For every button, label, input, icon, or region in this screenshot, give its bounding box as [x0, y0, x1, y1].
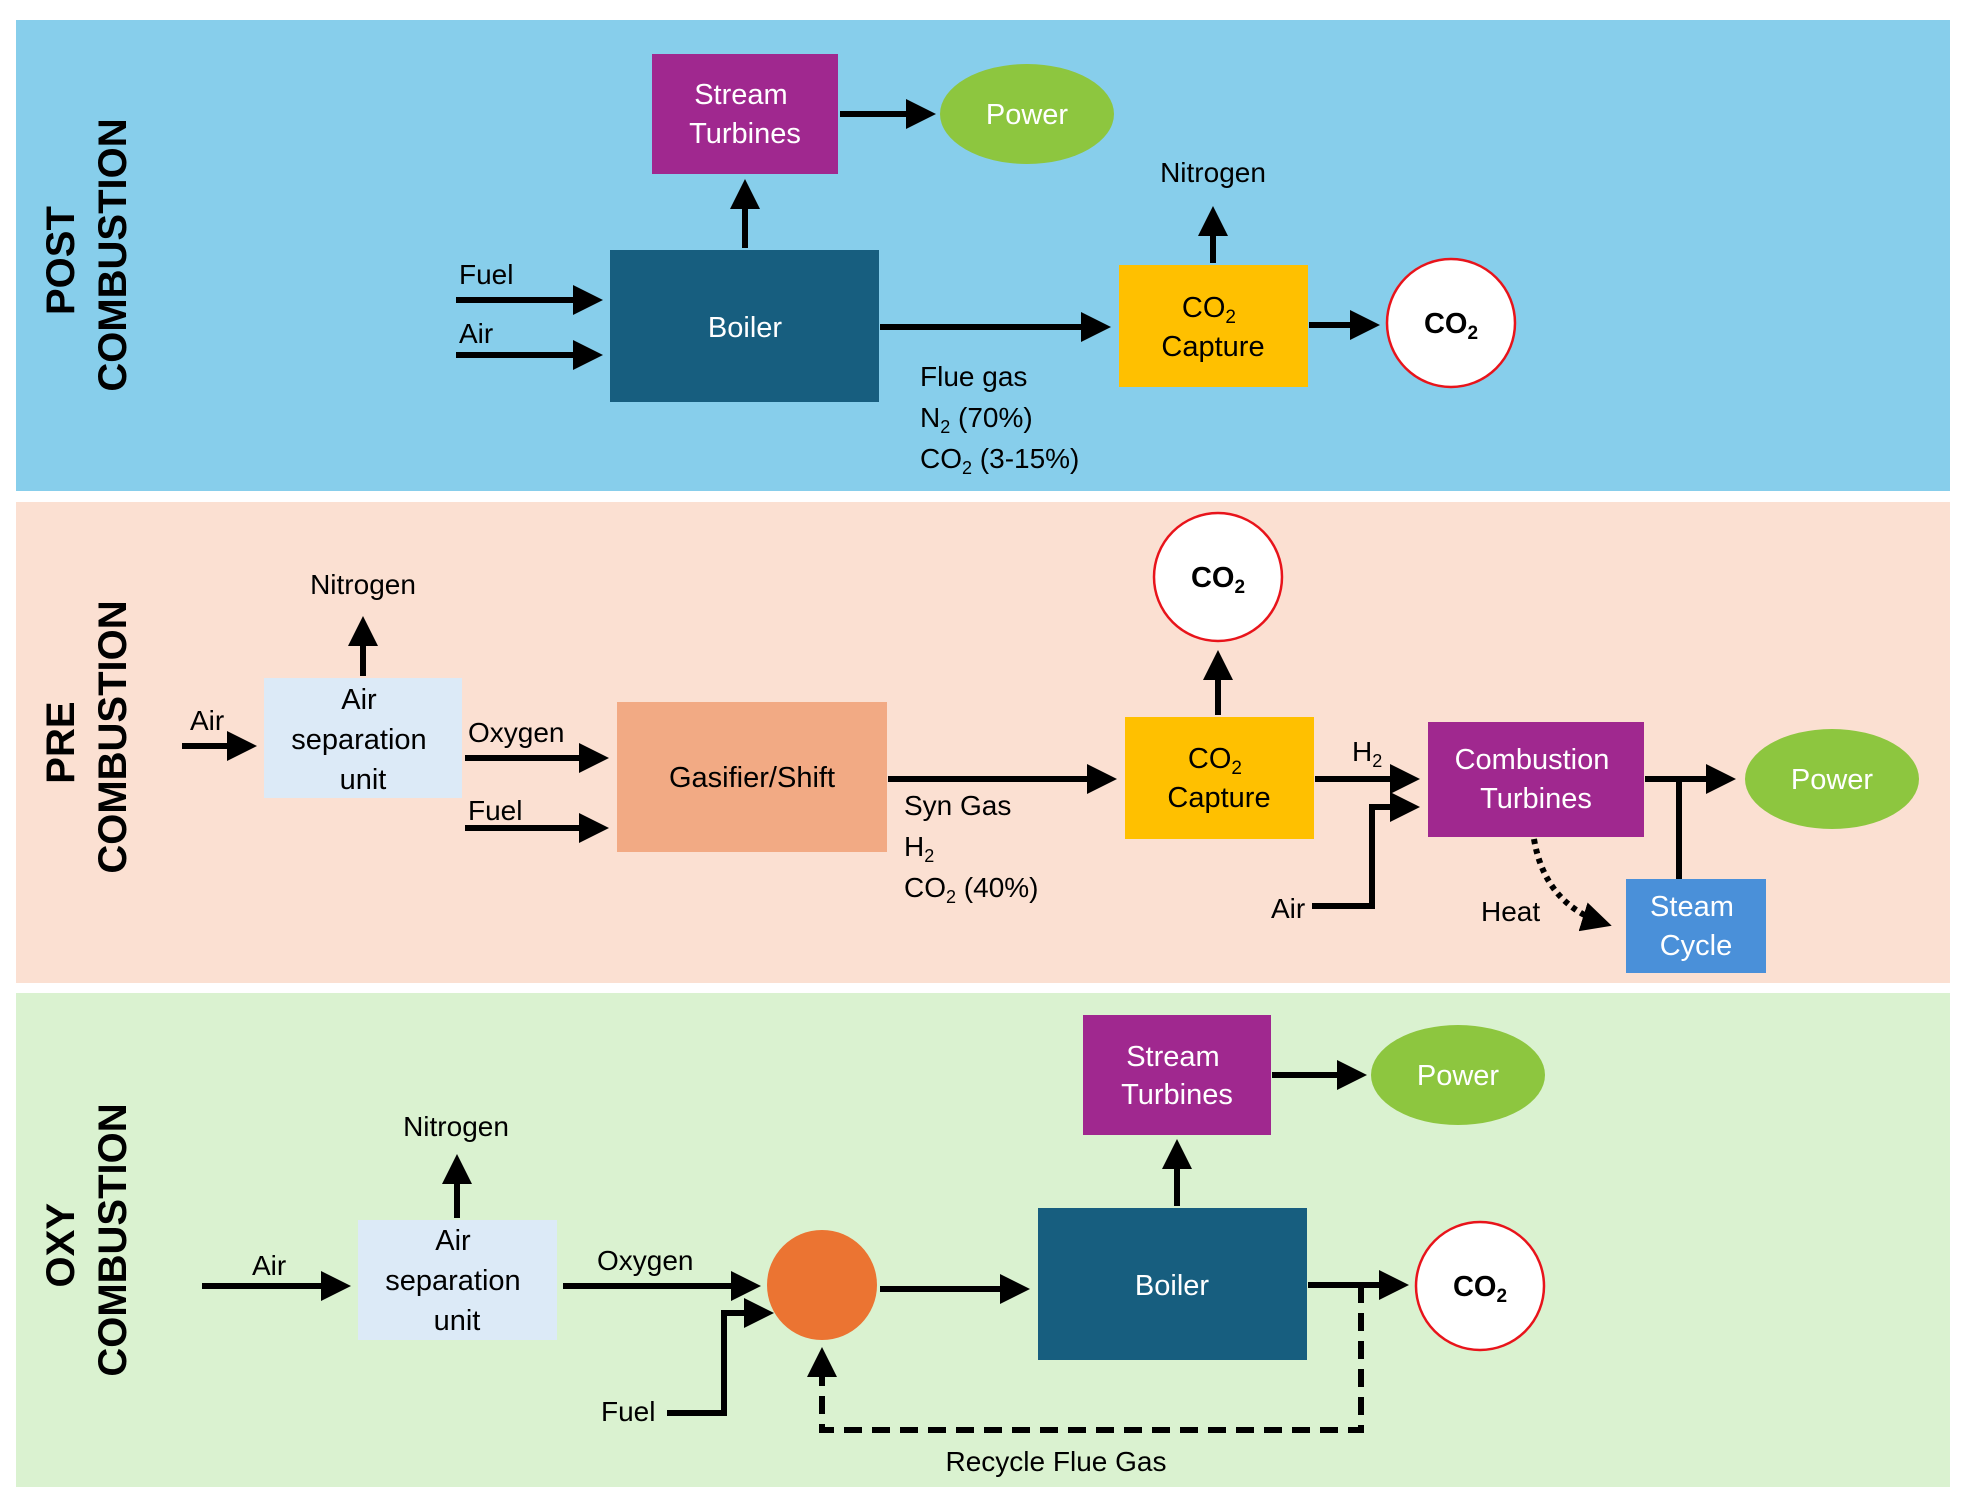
oxy-section-label: OXY COMBUSTION: [39, 1103, 135, 1376]
pre-fuel-label: Fuel: [468, 795, 522, 826]
pre-flow-arrows: [182, 616, 1736, 932]
pre-air-label: Air: [190, 705, 224, 736]
oxy-boiler-label: Boiler: [1135, 1270, 1209, 1302]
post-air-label: Air: [459, 318, 493, 349]
post-flue-gas-label: Flue gas N2 (70%) CO2 (3-15%): [920, 361, 1079, 478]
oxy-co2-label: CO2: [1453, 1271, 1507, 1307]
post-boiler-box: [610, 250, 879, 402]
oxy-co2-circle: [1414, 1220, 1546, 1352]
oxy-arrow-recycle: [807, 1285, 1364, 1433]
oxy-boiler-box: [1038, 1208, 1307, 1360]
pre-co2-label: CO2: [1191, 562, 1245, 598]
post-power-ellipse: [940, 64, 1114, 164]
post-capture-box: [1119, 265, 1308, 387]
oxy-arrow-fuel: [667, 1298, 774, 1416]
oxy-turbines-box: [1083, 1015, 1271, 1135]
pre-gasifier-box: [617, 702, 887, 852]
pre-combustion-section: PRE COMBUSTION Nitrogen Air Air separati…: [16, 502, 1950, 983]
oxy-turbines-label: Stream Turbines: [1121, 1041, 1233, 1111]
post-section-label: POST COMBUSTION: [39, 118, 135, 391]
post-co2-label: CO2: [1424, 308, 1478, 344]
pre-co2-circle: [1152, 511, 1284, 643]
pre-gasifier-label: Gasifier/Shift: [669, 762, 835, 794]
pre-steam-cycle-label: Steam Cycle: [1650, 891, 1742, 962]
pre-asu-label: Air separation unit: [291, 684, 435, 796]
pre-air-turbine-label: Air: [1271, 893, 1305, 924]
pre-arrow-heat: [1531, 838, 1612, 932]
oxy-power-label: Power: [1417, 1060, 1500, 1092]
oxy-air-label: Air: [252, 1250, 286, 1281]
post-boiler-label: Boiler: [708, 312, 782, 344]
post-power-label: Power: [986, 99, 1069, 131]
pre-turbines-label: Combustion Turbines: [1455, 744, 1618, 815]
post-capture-label: CO2 Capture: [1161, 292, 1264, 363]
pre-oxygen-label: Oxygen: [468, 717, 565, 748]
post-nitrogen-label: Nitrogen: [1160, 157, 1266, 188]
pre-capture-box: [1125, 717, 1314, 839]
pre-nitrogen-label: Nitrogen: [310, 569, 416, 600]
oxy-asu-label: Air separation unit: [385, 1225, 529, 1337]
post-turbines-label: Stream Turbines: [689, 79, 801, 150]
oxy-oxygen-label: Oxygen: [597, 1245, 694, 1276]
pre-steam-cycle-box: [1626, 879, 1766, 973]
post-combustion-section: POST COMBUSTION Stream Turbines Power Bo…: [16, 20, 1950, 491]
pre-power-ellipse: [1745, 729, 1919, 829]
oxy-mixer-node: [767, 1230, 877, 1340]
pre-turbines-box: [1428, 722, 1644, 837]
oxy-flow-arrows: [202, 1060, 1409, 1433]
pre-syn-gas-label: Syn Gas H2 CO2 (40%): [904, 790, 1038, 907]
pre-power-label: Power: [1791, 764, 1874, 796]
pre-section-label: PRE COMBUSTION: [39, 600, 135, 873]
post-fuel-label: Fuel: [459, 259, 513, 290]
pre-h2-label: H2: [1352, 736, 1382, 771]
pre-heat-label: Heat: [1481, 896, 1540, 927]
post-flow-arrows: [456, 99, 1380, 370]
oxy-combustion-background: [16, 993, 1950, 1487]
post-turbines-box: [652, 54, 838, 174]
oxy-combustion-section: OXY COMBUSTION Stream Turbines Power Nit…: [16, 993, 1950, 1487]
oxy-fuel-label: Fuel: [601, 1396, 655, 1427]
post-co2-circle: [1385, 257, 1517, 389]
oxy-recycle-label: Recycle Flue Gas: [946, 1446, 1167, 1477]
oxy-asu-box: [358, 1220, 557, 1340]
pre-asu-box: [264, 678, 462, 798]
pre-arrow-air-turbines: [1312, 792, 1420, 909]
oxy-nitrogen-label: Nitrogen: [403, 1111, 509, 1142]
pre-capture-label: CO2 Capture: [1167, 743, 1270, 814]
oxy-power-ellipse: [1371, 1025, 1545, 1125]
